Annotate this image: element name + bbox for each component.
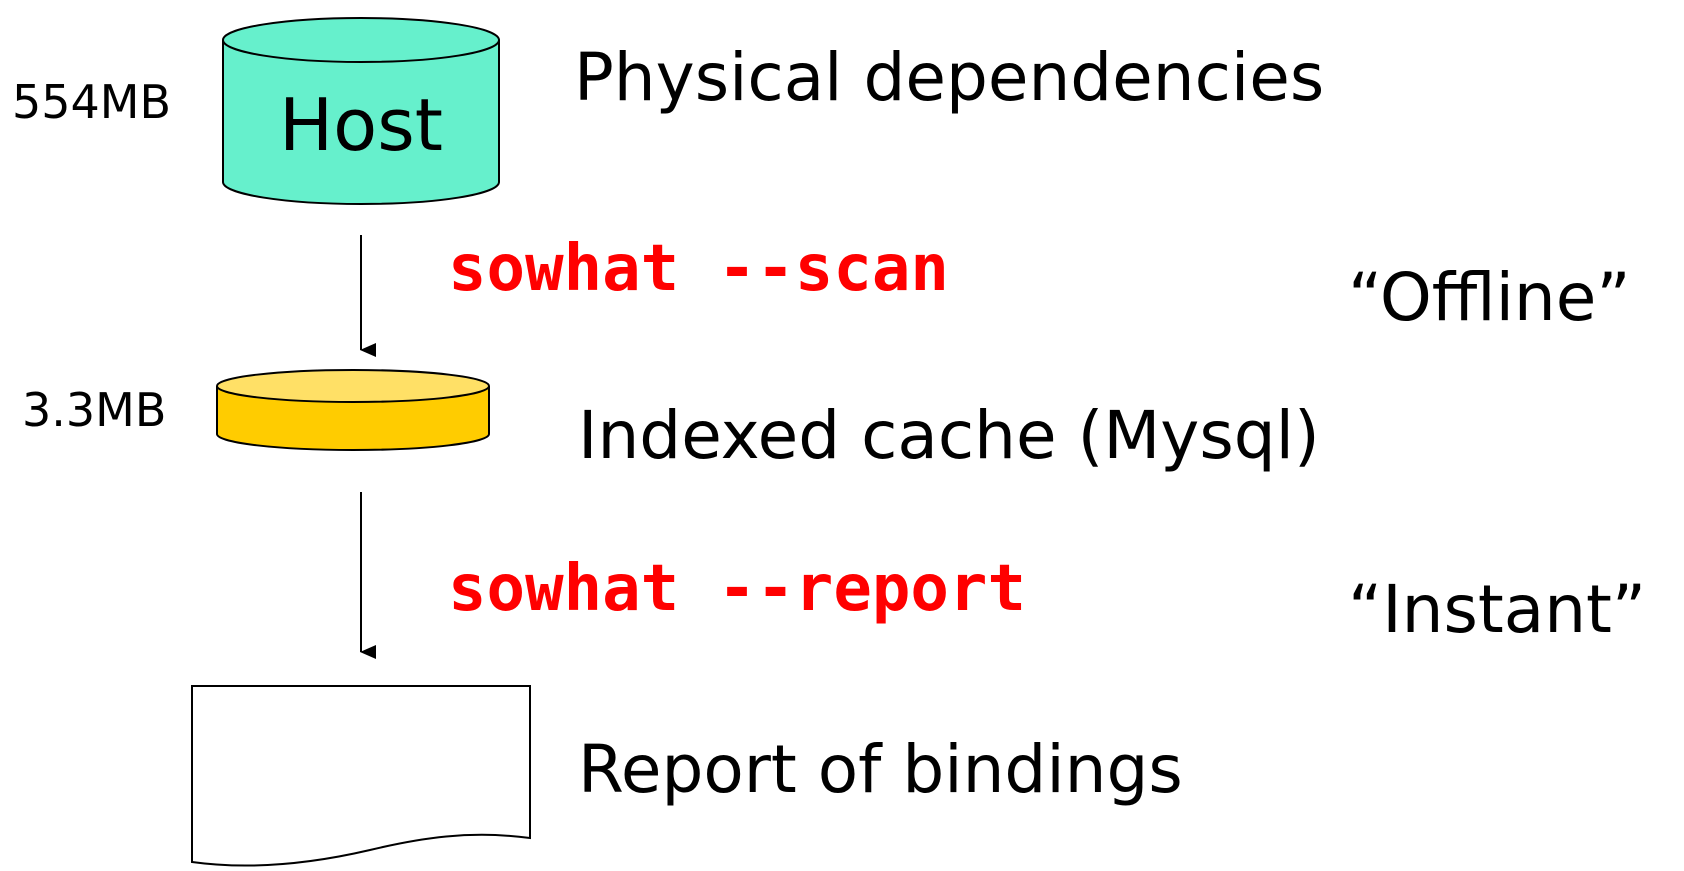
host-description: Physical dependencies (574, 39, 1324, 116)
report-command: sowhat --report (448, 552, 1026, 626)
host-cylinder-top (222, 17, 500, 63)
host-cylinder-body (222, 40, 500, 205)
cache-description: Indexed cache (Mysql) (578, 397, 1320, 474)
scan-command: sowhat --scan (448, 232, 949, 306)
cache-size-label: 3.3MB (22, 383, 166, 437)
host-label: Host (279, 83, 443, 167)
cache-cylinder-body (216, 386, 490, 451)
scan-timing: “Offline” (1348, 259, 1631, 336)
host-size-label: 554MB (12, 75, 171, 129)
report-description: Report of bindings (578, 731, 1183, 808)
report-timing: “Instant” (1348, 571, 1646, 648)
cache-database (216, 369, 490, 451)
host-database: Host (222, 17, 500, 205)
report-document (191, 685, 531, 867)
cache-cylinder-top (216, 369, 490, 403)
